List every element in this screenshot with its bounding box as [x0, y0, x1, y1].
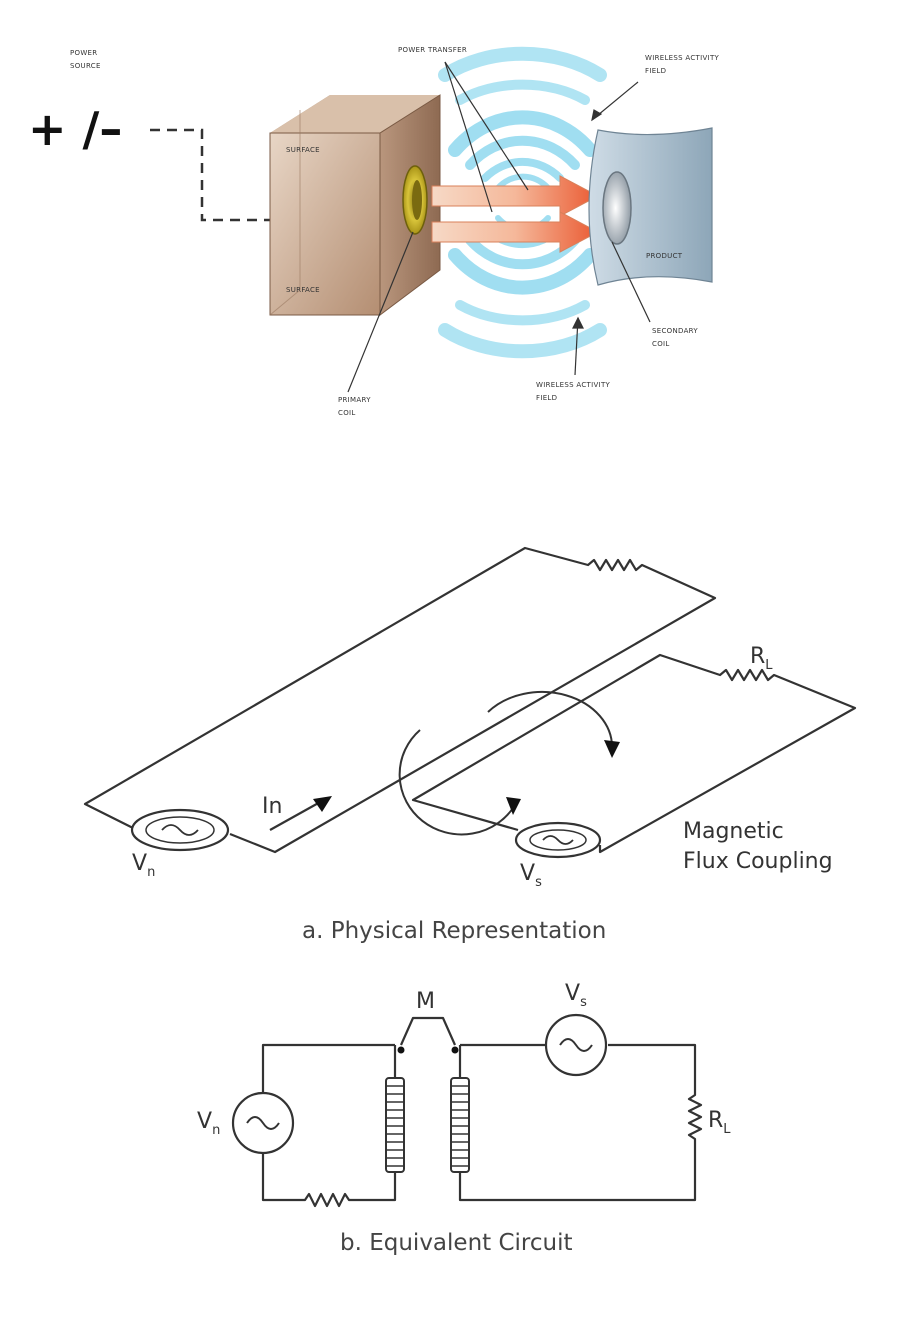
dot-marker-primary [397, 1046, 405, 1054]
dot-marker-secondary [451, 1046, 459, 1054]
field-top-label: WIRELESS ACTIVITY FIELD [645, 54, 722, 75]
left-loop-wire [261, 1043, 397, 1208]
equivalent-circuit: M Vn Vs RL b. Equivalent Circuit [197, 981, 731, 1256]
power-lead-wire [150, 128, 270, 222]
polarity-symbol: + /– [28, 102, 122, 156]
victim-label-physical: Vs [520, 861, 542, 890]
leader-lines [347, 61, 651, 393]
equivalent-caption: b. Equivalent Circuit [340, 1230, 573, 1256]
magnetic-coupling-line1: Magnetic [683, 819, 784, 844]
current-arrow [269, 800, 323, 831]
secondary-coil [602, 171, 632, 245]
power-source-label-l2: SOURCE [70, 62, 101, 70]
transfer-arrow-lower [431, 211, 600, 253]
charger-face-top-label: SURFACE [286, 146, 320, 154]
mutual-label: M [416, 989, 435, 1014]
secondary-inductor [450, 1045, 470, 1173]
flux-loop-lower [398, 729, 516, 836]
product-device: PRODUCT [588, 127, 713, 286]
power-transfer-label: POWER TRANSFER [398, 46, 467, 54]
primary-coil-core [412, 180, 422, 220]
physical-representation: In Vn Vs RL Magnetic Flux Coupling a. Ph… [83, 546, 857, 944]
victim-loop-wire [411, 653, 857, 854]
power-source-label: POWER SOURCE [70, 49, 101, 70]
power-source-label-l1: POWER [70, 49, 97, 57]
power-transfer-arrows [431, 175, 600, 253]
flux-loop-upper [487, 690, 614, 749]
current-label: In [262, 794, 282, 819]
primary-inductor [385, 1045, 405, 1173]
source-label-physical: Vn [132, 851, 155, 880]
flux-loops [398, 690, 614, 836]
charger-face-bottom-label: SURFACE [286, 286, 320, 294]
wireless-illustration: POWER SOURCE + /– SURFACE SURFACE [28, 46, 722, 417]
right-loop-wire [458, 1043, 703, 1202]
source-loop-wire [83, 546, 717, 854]
field-bottom-label: WIRELESS ACTIVITY FIELD [536, 381, 613, 402]
mutual-bracket [399, 1016, 457, 1046]
secondary-coil-label: SECONDARY COIL [652, 327, 700, 348]
physical-caption: a. Physical Representation [302, 918, 606, 944]
load-label-circuit: RL [708, 1108, 731, 1137]
magnetic-coupling-line2: Flux Coupling [683, 849, 833, 874]
victim-label-circuit: Vs [565, 981, 587, 1010]
source-label-circuit: Vn [197, 1109, 220, 1138]
load-label-physical: RL [750, 644, 773, 673]
primary-coil-label: PRIMARY COIL [338, 396, 373, 417]
charger-box: SURFACE SURFACE [269, 94, 441, 316]
transfer-arrow-upper [431, 175, 600, 217]
product-label: PRODUCT [646, 252, 683, 260]
